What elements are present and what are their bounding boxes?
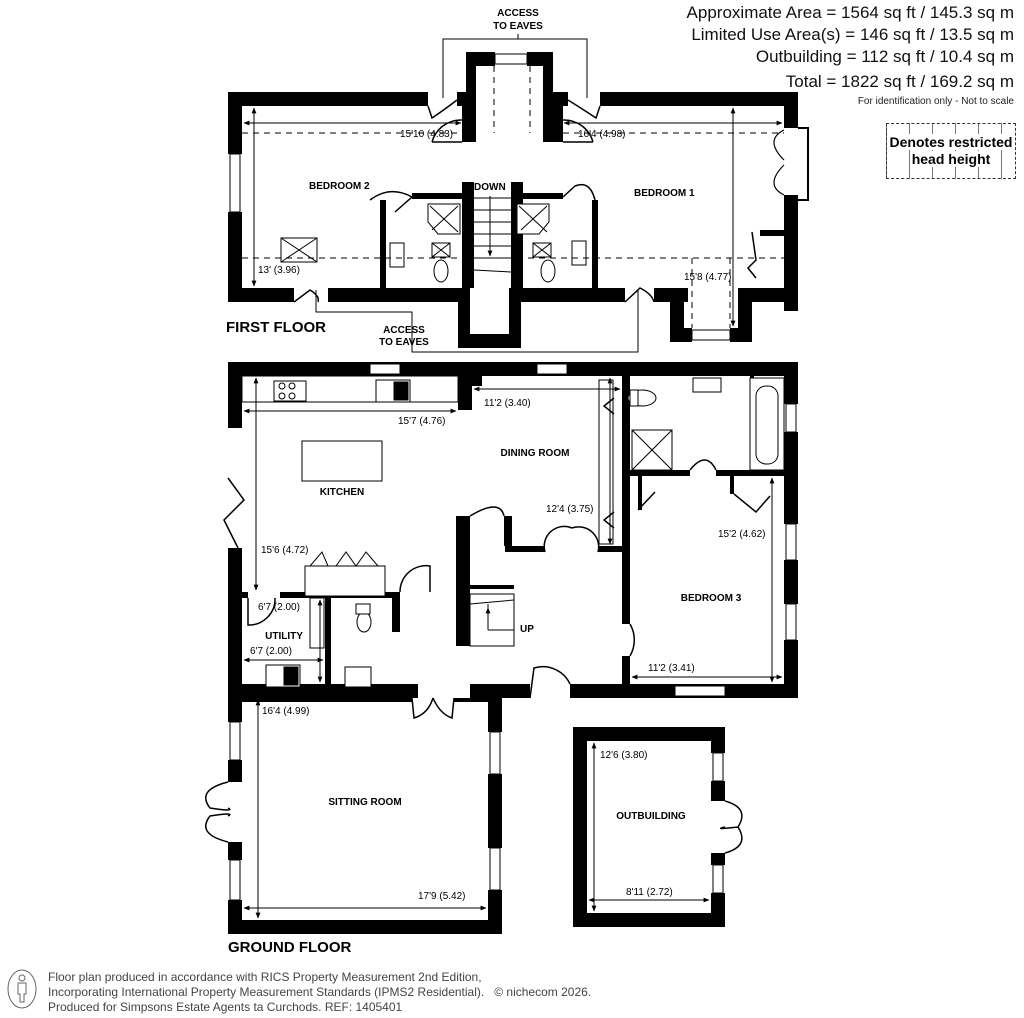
person-scale-icon <box>7 969 37 1009</box>
outbuilding-length: 12'6 (3.80) <box>600 750 648 761</box>
utility-width: 6'7 (2.00) <box>258 602 300 613</box>
outbuilding-area: Outbuilding = 112 sq ft / 10.4 sq m <box>755 47 1014 66</box>
bedroom-1-label: BEDROOM 1 <box>634 188 695 199</box>
access-to-eaves-bottom-label-2: TO EAVES <box>379 337 429 348</box>
stairs-down-label: DOWN <box>474 182 506 193</box>
footer-line-2: Incorporating International Property Mea… <box>48 985 591 1000</box>
ground-floor-plan: KITCHEN 15'7 (4.76) 15'6 (4.72) DINING R… <box>205 362 798 956</box>
footer-text: Floor plan produced in accordance with R… <box>48 970 591 1015</box>
bedroom-1-width: 16'4 (4.98) <box>578 129 626 140</box>
access-to-eaves-bottom-label-1: ACCESS <box>383 325 425 336</box>
stairs-up-label: UP <box>520 624 534 635</box>
bedroom-3-width: 11'2 (3.41) <box>648 663 695 674</box>
bedroom-1-length: 15'8 (4.77) <box>684 272 732 283</box>
outbuilding-width: 8'11 (2.72) <box>626 887 673 898</box>
first-floor-title: FIRST FLOOR <box>226 319 326 336</box>
utility-label: UTILITY <box>265 631 303 642</box>
bedroom-3-label: BEDROOM 3 <box>681 593 742 604</box>
restricted-head-height-legend: Denotes restricted head height <box>886 123 1016 179</box>
first-floor-plan: ACCESS TO EAVES ACCESS TO EAVES BEDROOM … <box>226 8 809 353</box>
bedroom-2-width: 15'10 (4.83) <box>400 129 453 140</box>
legend-line-1: Denotes restricted <box>889 134 1013 150</box>
access-to-eaves-top-label-1: ACCESS <box>497 8 539 19</box>
access-to-eaves-top-label-2: TO EAVES <box>493 21 543 32</box>
footer-line-3: Produced for Simpsons Estate Agents ta C… <box>48 1000 403 1014</box>
sitting-room-length: 16'4 (4.99) <box>262 706 310 717</box>
total-area: Total = 1822 sq ft / 169.2 sq m <box>785 72 1014 91</box>
not-to-scale-note: For identification only - Not to scale <box>857 96 1014 107</box>
approximate-area: Approximate Area = 1564 sq ft / 145.3 sq… <box>686 3 1014 22</box>
sitting-room-width: 17'9 (5.42) <box>418 891 466 902</box>
bedroom-2-length: 13' (3.96) <box>258 265 300 276</box>
bedroom-2-label: BEDROOM 2 <box>309 181 370 192</box>
ground-floor-title: GROUND FLOOR <box>228 939 351 956</box>
dining-room-label: DINING ROOM <box>501 448 570 459</box>
area-summary: Approximate Area = 1564 sq ft / 145.3 sq… <box>687 2 1014 93</box>
footer-line-1: Floor plan produced in accordance with R… <box>48 970 482 984</box>
limited-use-area: Limited Use Area(s) = 146 sq ft / 13.5 s… <box>691 25 1014 44</box>
bedroom-3-length: 15'2 (4.62) <box>718 529 766 540</box>
legend-line-2: head height <box>911 151 991 167</box>
outbuilding-label: OUTBUILDING <box>616 811 686 822</box>
sitting-room-label: SITTING ROOM <box>328 797 401 808</box>
kitchen-width: 15'7 (4.76) <box>398 416 446 427</box>
copyright: © nichecom 2026. <box>494 985 592 999</box>
dining-room-length: 12'4 (3.75) <box>546 504 594 515</box>
kitchen-length: 15'6 (4.72) <box>261 545 309 556</box>
kitchen-label: KITCHEN <box>320 487 364 498</box>
utility-length: 6'7 (2.00) <box>250 646 292 657</box>
footer-line-2-text: Incorporating International Property Mea… <box>48 985 485 999</box>
dining-room-width: 11'2 (3.40) <box>484 398 531 409</box>
